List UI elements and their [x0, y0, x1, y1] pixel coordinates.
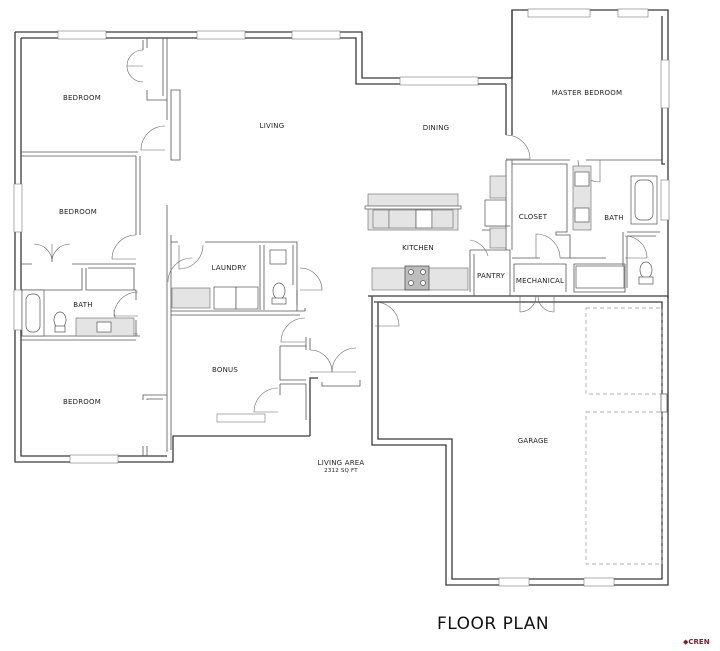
room-label-living: LIVING	[259, 122, 285, 130]
doors	[33, 49, 648, 413]
room-label-master-bedroom: MASTER BEDROOM	[551, 89, 623, 97]
room-label-bedroom-1: BEDROOM	[63, 94, 101, 102]
brand-logo: ◆CREN	[683, 638, 710, 646]
logo-mark-icon: ◆	[683, 638, 689, 646]
room-label-closet: CLOSET	[518, 213, 548, 221]
living-area-label: LIVING AREA	[317, 459, 365, 467]
room-label-pantry: PANTRY	[477, 272, 505, 280]
exterior-walls	[14, 9, 669, 586]
room-label-garage: GARAGE	[517, 437, 549, 445]
room-label-bonus: BONUS	[212, 366, 238, 374]
room-label-hall-bath: BATH	[73, 301, 93, 309]
living-area-size: 2312 SQ FT	[324, 468, 358, 474]
room-label-laundry: LAUNDRY	[211, 264, 247, 272]
fixtures	[21, 165, 668, 565]
windows	[13, 8, 670, 587]
room-label-bedroom-3: BEDROOM	[63, 398, 101, 406]
room-label-mechanical: MECHANICAL	[515, 277, 565, 285]
interior-walls	[21, 38, 662, 456]
room-label-kitchen: KITCHEN	[402, 244, 434, 252]
floor-plan-title: FLOOR PLAN	[437, 614, 550, 634]
room-label-bedroom-2: BEDROOM	[59, 208, 97, 216]
brand-name: CREN	[688, 638, 710, 646]
room-label-dining: DINING	[422, 124, 450, 132]
room-label-master-bath: BATH	[604, 214, 624, 222]
